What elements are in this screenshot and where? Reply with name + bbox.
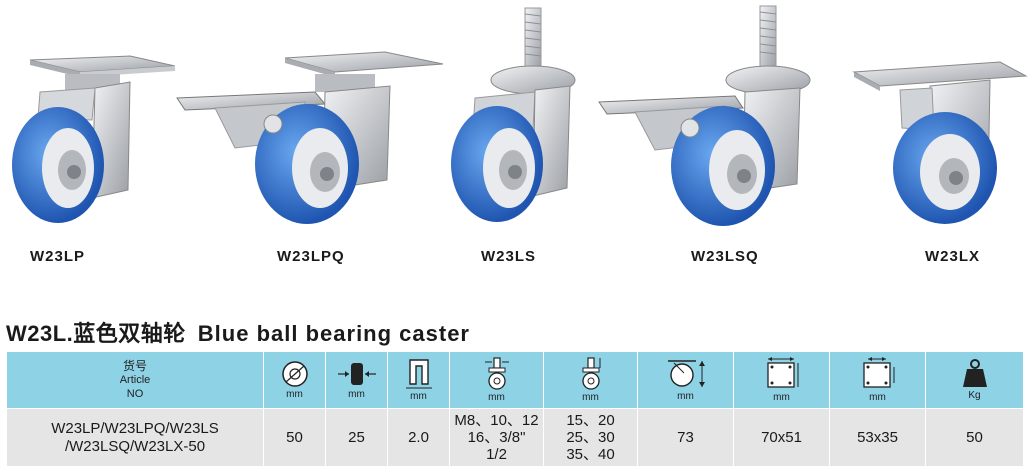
header-holes: mm <box>829 351 926 409</box>
overall-height-icon <box>667 360 705 387</box>
product-w23lp: W23LP <box>10 0 180 290</box>
caster-threaded-stem-image <box>451 7 576 222</box>
product-label: W23LSQ <box>691 248 759 265</box>
cell-holes: 53x35 <box>829 408 926 467</box>
cell-thread-length: 15、20 25、30 35、40 <box>543 408 638 467</box>
header-load: Kg <box>925 351 1024 409</box>
load-capacity-icon <box>962 359 987 387</box>
thread-length-icon <box>581 357 600 390</box>
bracket-thickness-icon <box>405 359 432 389</box>
header-thickness: mm <box>387 351 450 409</box>
header-thread: mm <box>449 351 544 409</box>
unit-label: mm <box>286 389 303 400</box>
header-thread-length: mm <box>543 351 638 409</box>
wheel-diameter-icon <box>281 361 308 387</box>
thread-size-icon <box>484 357 509 390</box>
cell-plate: 70x51 <box>733 408 830 467</box>
cell-thickness: 2.0 <box>387 408 450 467</box>
thread-line: 1/2 <box>486 446 507 464</box>
table-row: W23LP/W23LPQ/W23LS /W23LSQ/W23LX-50 50 2… <box>6 408 1024 467</box>
caster-plate-swivel-image <box>12 55 176 223</box>
product-w23ls: W23LS <box>445 0 595 290</box>
product-label: W23LX <box>925 248 981 265</box>
wheel-width-icon <box>337 363 376 385</box>
product-label: W23LP <box>30 248 86 265</box>
length-line: 25、30 <box>566 428 615 446</box>
thread-line: 16、3/8" <box>467 428 526 446</box>
product-w23lpq: W23LPQ <box>175 0 450 290</box>
product-gallery: W23LP W23LPQ <box>10 0 1028 290</box>
cell-article: W23LP/W23LPQ/W23LS /W23LSQ/W23LX-50 <box>6 408 264 467</box>
section-title-zh: W23L.蓝色双轴轮 <box>6 321 186 346</box>
length-line: 15、20 <box>566 411 615 429</box>
caster-threaded-brake-image <box>598 5 811 226</box>
article-line: W23LP/W23LPQ/W23LS <box>51 420 219 438</box>
article-label-en: Article <box>119 373 151 386</box>
spec-table: 货号 Article NO mm <box>6 351 1024 467</box>
header-plate: mm <box>733 351 830 409</box>
bolt-hole-spacing-icon <box>862 357 894 388</box>
product-label: W23LPQ <box>277 248 345 265</box>
header-width: mm <box>325 351 388 409</box>
length-line: 35、40 <box>566 446 615 464</box>
unit-label: mm <box>582 392 599 403</box>
header-article: 货号 Article NO <box>6 351 264 409</box>
cell-diameter: 50 <box>263 408 326 467</box>
cell-thread: M8、10、12 16、3/8" 1/2 <box>449 408 544 467</box>
header-diameter: mm <box>263 351 326 409</box>
header-height: mm <box>637 351 734 409</box>
product-w23lsq: W23LSQ <box>595 0 845 290</box>
unit-label: Kg <box>968 390 981 401</box>
table-header-row: 货号 Article NO mm <box>6 351 1024 409</box>
unit-label: mm <box>348 389 365 400</box>
unit-label: mm <box>488 392 505 403</box>
caster-fixed-rigid-image <box>852 61 1028 224</box>
caster-plate-brake-image <box>176 51 444 224</box>
unit-label: mm <box>773 392 790 403</box>
product-w23lx: W23LX <box>850 0 1028 290</box>
product-label: W23LS <box>481 248 537 265</box>
section-title-en: Blue ball bearing caster <box>197 321 470 346</box>
section-title: W23L.蓝色双轴轮 Blue ball bearing caster <box>6 316 470 348</box>
unit-label: mm <box>869 392 886 403</box>
article-label-no: NO <box>126 387 144 400</box>
article-line: /W23LSQ/W23LX-50 <box>64 437 206 455</box>
cell-height: 73 <box>637 408 734 467</box>
article-label-zh: 货号 <box>122 358 147 373</box>
cell-width: 25 <box>325 408 388 467</box>
unit-label: mm <box>677 391 694 402</box>
unit-label: mm <box>410 391 427 402</box>
plate-size-icon <box>766 357 798 388</box>
thread-line: M8、10、12 <box>454 411 539 429</box>
cell-load: 50 <box>925 408 1024 467</box>
